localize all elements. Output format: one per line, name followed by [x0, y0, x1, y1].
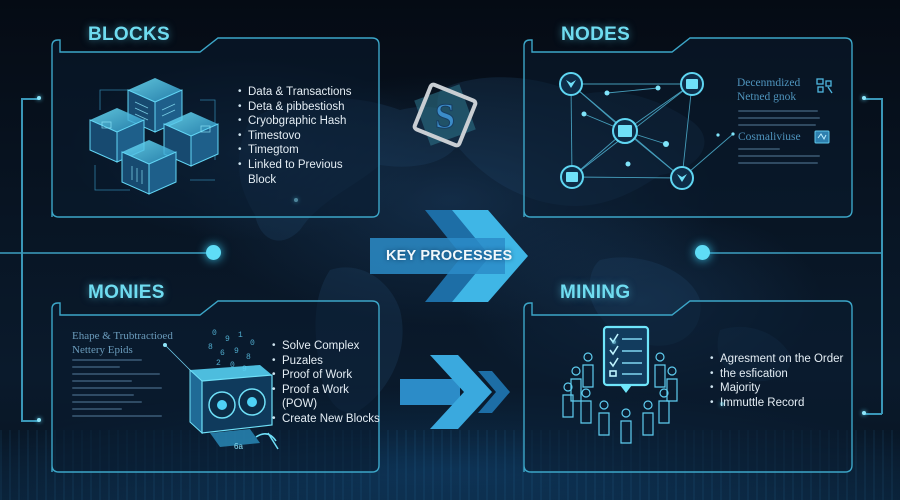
nodes-section1-body-text — [738, 110, 820, 131]
mid-connector-left — [0, 252, 213, 254]
mining-bullet: the esfication — [710, 367, 850, 382]
svg-text:8: 8 — [246, 353, 251, 362]
mid-connector-right — [702, 252, 882, 254]
blocks-title: BLOCKS — [88, 24, 171, 45]
left-connector-bottom — [21, 420, 39, 422]
mining-panel: MINING Agresment on the Order the esfica — [522, 282, 854, 474]
monies-bullet-list: Solve Complex Puzales Proof of Work Proo… — [272, 339, 382, 427]
nodes-section1-heading: Decenmdized Netned gnok — [737, 77, 801, 103]
monies-panel: MONIES Ehape & Trubtractioed Nettery Epi… — [50, 282, 382, 474]
blocks-bullet: Cryobgraphic Hash — [238, 114, 373, 129]
s-logo-icon: S — [412, 82, 478, 148]
right-connector-vertical — [881, 98, 883, 414]
left-connector-vertical — [21, 98, 23, 420]
svg-text:S: S — [435, 96, 455, 136]
right-connector-bottom-dot — [862, 411, 866, 415]
left-connector-top — [21, 98, 39, 100]
svg-text:1: 1 — [238, 331, 243, 340]
blocks-panel: BLOCKS — [50, 22, 381, 219]
svg-text:9: 9 — [234, 347, 239, 356]
node-network-graph — [559, 72, 735, 190]
right-connector-top-dot — [862, 96, 866, 100]
monies-bullet: Proof of Work — [272, 368, 382, 383]
right-connector-bottom — [864, 413, 882, 415]
blocks-bullet: Timestovo — [238, 129, 373, 144]
sparkle-dot — [294, 198, 298, 202]
monies-bullet: Puzales — [272, 354, 382, 369]
person-figures — [562, 352, 678, 444]
mining-bullet: Immuttle Record — [710, 396, 850, 411]
mining-title: MINING — [560, 282, 631, 303]
consensus-checklist-people-icon — [562, 325, 678, 444]
key-processes-label: KEY PROCESSES — [386, 248, 513, 264]
monies-bullet: Create New Blocks — [272, 412, 382, 427]
decentralized-network-icon — [816, 78, 833, 94]
left-connector-top-dot — [37, 96, 41, 100]
sparkle-dot — [720, 402, 724, 406]
mid-connector-left-node — [206, 245, 221, 260]
monies-body-text — [72, 359, 164, 422]
blocks-bullet: Linked to Previous Block — [238, 158, 350, 187]
nodes-panel: NODES — [522, 22, 854, 219]
sparkle-dot — [612, 340, 616, 344]
monies-title: MONIES — [88, 282, 165, 303]
nodes-panel-frame — [523, 37, 853, 218]
mining-bullet: Majority — [710, 381, 850, 396]
monies-bullet: Solve Complex — [272, 339, 382, 354]
blockchain-cubes-icon — [89, 78, 219, 195]
svg-text:6a: 6a — [234, 442, 243, 451]
nodes-section2-heading: Cosmaliviuse — [738, 131, 801, 143]
right-connector-top — [864, 98, 882, 100]
svg-text:2: 2 — [216, 359, 221, 368]
svg-text:0: 0 — [212, 329, 217, 338]
svg-text:9: 9 — [225, 335, 230, 344]
nodes-title: NODES — [561, 24, 631, 45]
mid-connector-right-node — [695, 245, 710, 260]
consensus-icon — [814, 130, 830, 144]
blocks-bullet: Deta & pibbestiosh — [238, 100, 373, 115]
forward-arrow-icon — [400, 355, 510, 429]
svg-text:8: 8 — [208, 343, 213, 352]
mining-bullet-list: Agresment on the Order the esfication Ma… — [710, 352, 850, 410]
svg-text:0: 0 — [230, 361, 235, 370]
blocks-bullet: Data & Transactions — [238, 85, 373, 100]
blocks-bullet: Timegtom — [238, 143, 373, 158]
mining-bullet: Agresment on the Order — [710, 352, 850, 367]
left-connector-bottom-dot — [37, 418, 41, 422]
key-processes-arrow — [370, 210, 528, 302]
monies-subheading: Ehape & Trubtractioed Nettery Epids — [72, 330, 173, 356]
monies-bullet: Proof a Work (POW) — [272, 383, 382, 412]
nodes-section2-body-text — [738, 148, 820, 169]
blocks-bullet-list: Data & Transactions Deta & pibbestiosh C… — [238, 85, 373, 187]
svg-text:0: 0 — [250, 339, 255, 348]
svg-text:6: 6 — [220, 349, 225, 358]
